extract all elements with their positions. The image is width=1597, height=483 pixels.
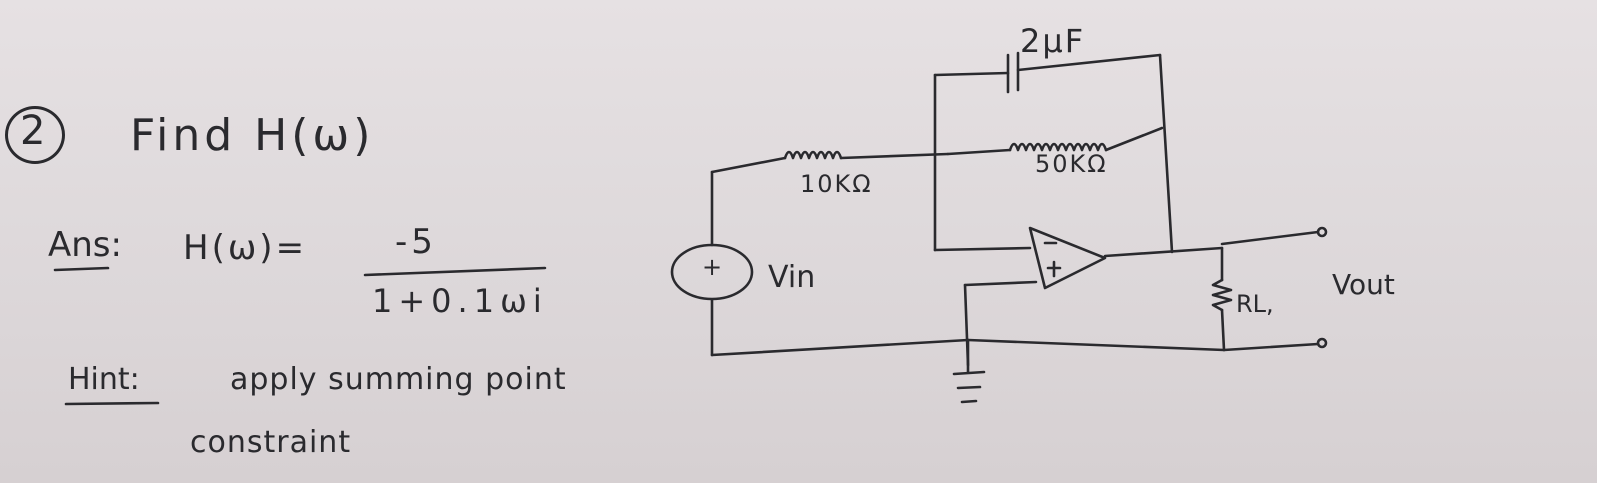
- hint-label-underline: [64, 401, 160, 406]
- load-resistor-label: RL,: [1236, 290, 1274, 318]
- answer-label-underline: [53, 266, 110, 272]
- ground-bar-2: [956, 385, 982, 390]
- capacitor-label: 2μF: [1020, 22, 1086, 60]
- answer-numerator: -5: [395, 222, 437, 262]
- answer-label: Ans:: [48, 225, 122, 265]
- wire-r1-node: [839, 152, 950, 160]
- answer-denominator: 1+0.1ωi: [372, 282, 548, 320]
- hint-label: Hint:: [68, 362, 140, 397]
- wire-cap-left: [933, 71, 1010, 77]
- load-resistor: [1211, 278, 1233, 312]
- out-terminal-top: [1316, 226, 1328, 238]
- output-label: Vout: [1332, 268, 1395, 301]
- wire-rl-bottom: [1220, 308, 1226, 352]
- fraction-bar: [363, 266, 547, 277]
- wire-bottom-right: [966, 338, 1226, 352]
- hint-text-line2: constraint: [190, 425, 352, 460]
- opamp-body: [1028, 226, 1107, 290]
- wire-right-down: [1158, 53, 1174, 254]
- wire-cap-right: [1016, 53, 1162, 72]
- wire-out-terminal: [1220, 230, 1320, 246]
- wire-inv-input: [933, 246, 1032, 252]
- wire-source-top: [710, 156, 787, 174]
- feedback-resistor-label: 50KΩ: [1035, 150, 1108, 178]
- wire-r2-right: [1104, 126, 1164, 152]
- question-text: Find H(ω): [130, 110, 375, 161]
- hint-text-line1: apply summing point: [230, 362, 567, 397]
- wire-out-bottom: [1222, 342, 1320, 352]
- ground-bar-3: [960, 399, 978, 404]
- input-resistor: [783, 150, 843, 160]
- voltage-source: [670, 243, 754, 301]
- wire-noninv: [963, 280, 1038, 287]
- wire-out: [1103, 246, 1224, 258]
- source-plus-sign: +: [702, 253, 723, 281]
- input-resistor-label: 10KΩ: [800, 170, 873, 198]
- problem-number-circle: [5, 106, 65, 164]
- feedback-resistor: [1008, 142, 1108, 152]
- ground-bar-1: [952, 370, 986, 376]
- wire-bottom-left: [710, 338, 970, 357]
- answer-lhs: H(ω)=: [183, 228, 308, 268]
- problem-number: 2: [20, 108, 46, 154]
- wire-r2-left: [946, 148, 1012, 156]
- out-terminal-bottom: [1316, 337, 1328, 349]
- source-label: Vin: [768, 260, 816, 295]
